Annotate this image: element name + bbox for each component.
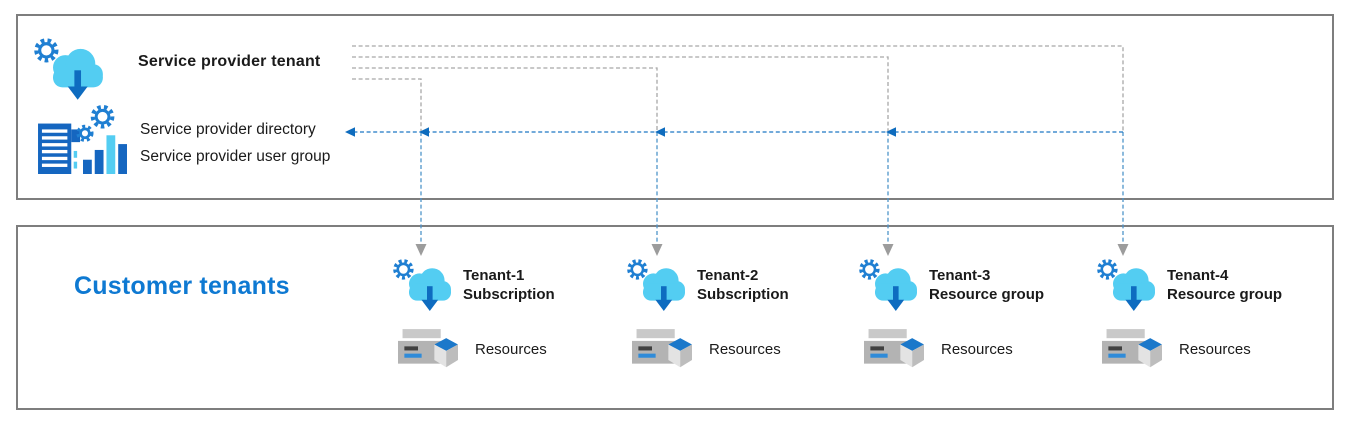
customer-tenants-title: Customer tenants: [74, 272, 290, 300]
provider-cloud-gear-download-icon: [34, 38, 110, 105]
tenant-3-name: Tenant-3: [929, 267, 991, 284]
tenant-2-resources-label: Resources: [709, 341, 781, 358]
tenant-1-name: Tenant-1: [463, 267, 525, 284]
tenant-2-cloud-gear-download-icon: [627, 259, 691, 315]
tenant-1-resources-label: Resources: [475, 341, 547, 358]
directory-gears-barchart-icon: [38, 104, 128, 174]
tenant-4-resources-label: Resources: [1179, 341, 1251, 358]
tenant-4-resources-box-cube-icon: [1102, 329, 1162, 368]
tenant-1-resources-box-cube-icon: [398, 329, 458, 368]
tenant-3-scope: Resource group: [929, 286, 1045, 303]
service-provider-box: [16, 14, 1334, 200]
provider-user-group-label: Service provider user group: [140, 148, 331, 165]
tenant-4-scope: Resource group: [1167, 286, 1283, 303]
provider-directory-label: Service provider directory: [140, 121, 316, 138]
tenant-2-name: Tenant-2: [697, 267, 759, 284]
tenant-4-cloud-gear-download-icon: [1097, 259, 1161, 315]
tenant-1-cloud-gear-download-icon: [393, 259, 457, 315]
tenant-3-cloud-gear-download-icon: [859, 259, 923, 315]
tenant-3-resources-box-cube-icon: [864, 329, 924, 368]
tenant-1-scope: Subscription: [463, 286, 555, 303]
tenant-4-name: Tenant-4: [1167, 267, 1229, 284]
tenant-3-resources-label: Resources: [941, 341, 1013, 358]
tenant-2-resources-box-cube-icon: [632, 329, 692, 368]
customer-tenants-box: [16, 225, 1334, 410]
tenant-2-scope: Subscription: [697, 286, 789, 303]
provider-title: Service provider tenant: [138, 53, 321, 70]
